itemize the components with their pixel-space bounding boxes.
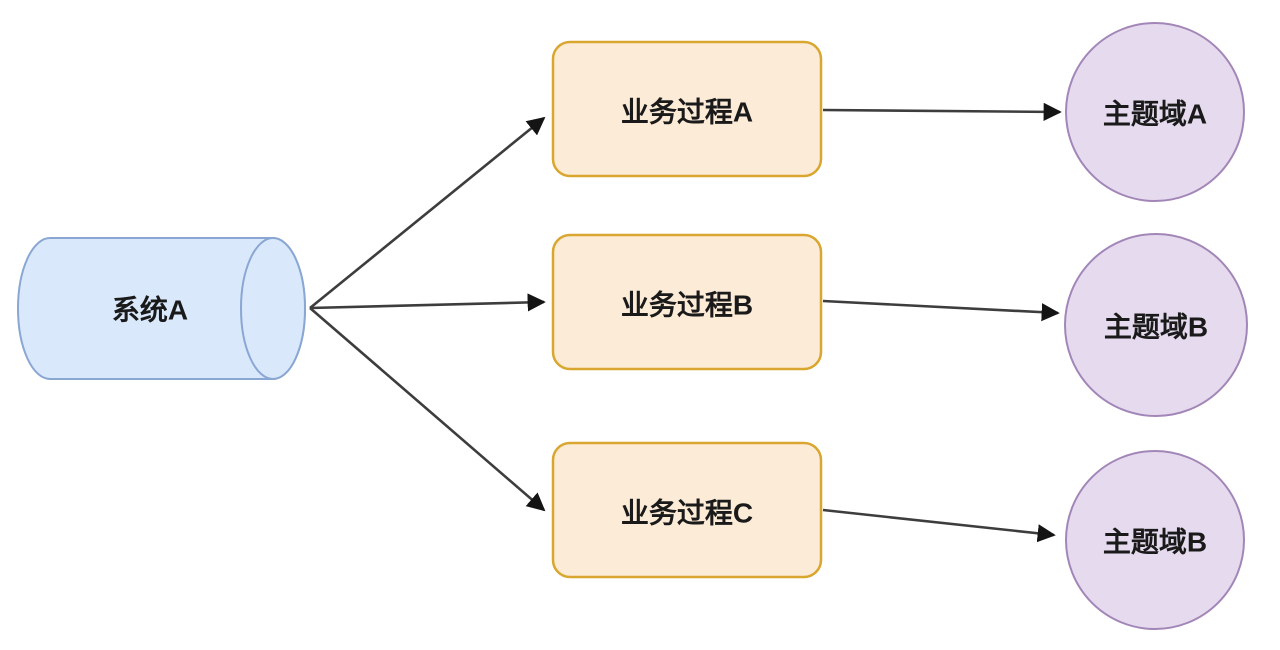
edge-process-b-to-domain-b — [822, 299, 1060, 322]
process-a-box — [551, 40, 823, 178]
system-a-label: 系统A — [112, 293, 188, 325]
process-a-label: 业务过程A — [621, 96, 753, 127]
domain-b-label: 主题域B — [1104, 311, 1208, 342]
process-b-box — [551, 233, 823, 371]
edge-process-c-to-domain-b2 — [822, 508, 1056, 543]
edge-process-a-to-domain-a — [822, 102, 1062, 121]
node-process-c: 业务过程C — [551, 441, 823, 579]
domain-b2-circle — [1065, 450, 1245, 630]
cylinder-lid — [240, 237, 306, 380]
node-process-b: 业务过程B — [551, 233, 823, 371]
node-domain-b: 主题域B — [1064, 233, 1248, 417]
edge-system-to-process-a — [309, 116, 546, 310]
edge-system-to-process-c — [309, 307, 546, 512]
node-domain-a: 主题域A — [1065, 22, 1245, 202]
node-domain-b2: 主题域B — [1065, 450, 1245, 630]
process-b-label: 业务过程B — [621, 289, 753, 320]
node-system-a: 系统A — [17, 237, 306, 380]
node-process-a: 业务过程A — [551, 40, 823, 178]
domain-b2-label: 主题域B — [1103, 526, 1207, 557]
domain-b-circle — [1064, 233, 1248, 417]
process-c-box — [551, 441, 823, 579]
domain-a-circle — [1065, 22, 1245, 202]
edges-source-to-processes — [309, 116, 546, 512]
edge-system-to-process-b — [309, 293, 546, 312]
domain-a-label: 主题域A — [1103, 98, 1207, 129]
edges-processes-to-domains — [822, 102, 1062, 543]
process-c-label: 业务过程C — [621, 497, 753, 528]
